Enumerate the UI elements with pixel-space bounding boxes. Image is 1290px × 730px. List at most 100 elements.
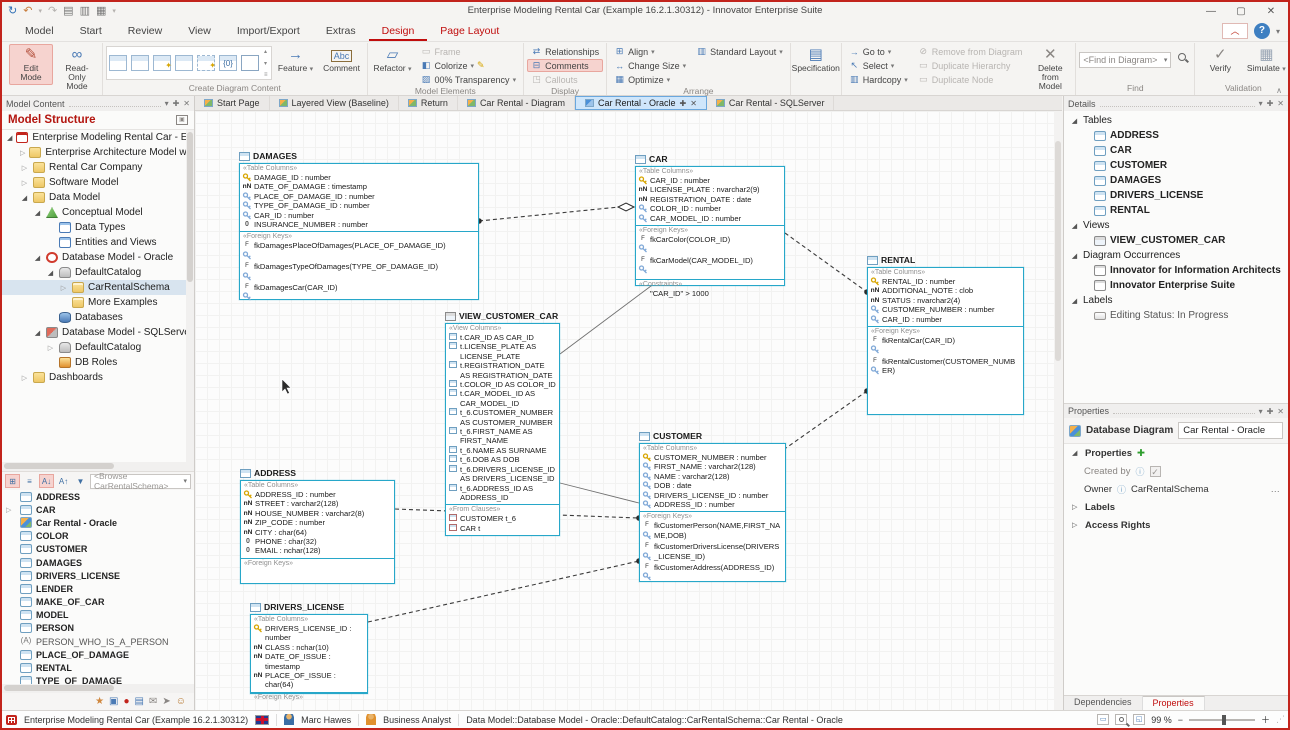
pin-tab-icon[interactable]: ✚ — [679, 98, 687, 108]
tree-item-dashboards[interactable]: ▷ Dashboards — [21, 372, 103, 383]
details-section-diagram-occurrences[interactable]: ◢Diagram Occurrences — [1071, 250, 1181, 261]
expander-icon[interactable]: ◢ — [1071, 117, 1078, 125]
expander-icon[interactable]: ◢ — [1071, 222, 1078, 230]
ribbon-button-remove-from-diagram[interactable]: ⊘ Remove from Diagram — [919, 46, 1023, 57]
tree-item-defaultcatalog[interactable]: ◢ DefaultCatalog — [47, 267, 142, 278]
entity-RENTAL[interactable]: RENTAL «Table Columns» RENTAL_ID : numbe… — [867, 255, 1024, 415]
ribbon-tab-import-export[interactable]: Import/Export — [236, 25, 300, 37]
table-icon[interactable] — [109, 55, 127, 71]
entity-row[interactable]: t.CAR_ID AS CAR_ID — [448, 333, 556, 342]
entity-DRIVERS_LICENSE[interactable]: DRIVERS_LICENSE «Table Columns» DRIVERS_… — [250, 602, 368, 701]
document-tab-car-rental-oracle[interactable]: Car Rental - Oracle ✚ ✕ — [574, 96, 707, 110]
ribbon-button-refactor[interactable]: ▱ Refactor ▾ — [373, 46, 412, 74]
document-tab-return[interactable]: Return — [399, 96, 458, 110]
close-panel-icon[interactable]: ✕ — [183, 99, 190, 108]
ribbon-tab-model[interactable]: Model — [25, 25, 54, 37]
details-item-drivers-license[interactable]: DRIVERS_LICENSE — [1064, 188, 1288, 203]
ribbon-collapse-icon[interactable]: ∧ — [1276, 86, 1282, 95]
ribbon-tab-design[interactable]: Design — [368, 22, 428, 41]
entity-row[interactable]: ADDRESS_ID : number — [243, 490, 391, 499]
zoom-select-icon[interactable] — [1115, 714, 1128, 725]
list-item-color[interactable]: COLOR — [2, 530, 194, 543]
entity-DAMAGES[interactable]: DAMAGES «Table Columns» DAMAGE_ID : numb… — [239, 151, 479, 301]
expander-icon[interactable]: ▷ — [6, 506, 12, 514]
copy-icon[interactable]: ▤ — [63, 5, 74, 17]
ribbon-button-go-to[interactable]: → Go to▾ — [849, 46, 892, 57]
tree-item-defaultcatalog[interactable]: ▷ DefaultCatalog — [47, 342, 142, 353]
list-item-person[interactable]: PERSON — [2, 622, 194, 635]
entity-ADDRESS[interactable]: ADDRESS «Table Columns» ADDRESS_ID : num… — [240, 468, 395, 584]
expander-icon[interactable]: ◢ — [47, 269, 54, 277]
fit-to-window-icon[interactable]: ◱ — [1133, 714, 1146, 725]
details-item-rental[interactable]: RENTAL — [1064, 203, 1288, 218]
entity-row[interactable]: t.LICENSE_PLATE AS LICENSE_PLATE — [448, 342, 556, 361]
close-tab-icon[interactable]: ✕ — [690, 98, 697, 108]
element-name-field[interactable]: Car Rental - Oracle — [1178, 422, 1283, 439]
expander-icon[interactable]: ◢ — [1071, 252, 1078, 260]
details-item-innovator-for-information-architects[interactable]: Innovator for Information Architects — [1064, 263, 1288, 278]
ribbon-button-duplicate-hierarchy[interactable]: ▭ Duplicate Hierarchy — [919, 60, 1011, 71]
expander-icon[interactable]: ◢ — [7, 134, 13, 142]
ribbon-tab-view[interactable]: View — [188, 25, 211, 37]
tree-item-database-model-sqlserver[interactable]: ◢ Database Model - SQLServer — [34, 327, 194, 338]
tree-item-db-roles[interactable]: DB Roles — [2, 355, 194, 370]
details-close-icon[interactable]: ✕ — [1277, 99, 1284, 108]
find-in-diagram-combo[interactable]: <Find in Diagram>▾ — [1079, 52, 1172, 68]
entity-row[interactable]: CAR_ID : number — [638, 176, 781, 185]
expander-icon[interactable]: ▷ — [21, 179, 28, 187]
ribbon-button-standard-layout[interactable]: ▥ Standard Layout▾ — [697, 46, 783, 57]
entity-row[interactable]: FIRST_NAME : varchar2(128) — [642, 462, 782, 471]
ribbon-button-specification[interactable]: ▤ Specification — [791, 46, 840, 73]
details-pin-icon[interactable]: ✚ — [1266, 99, 1274, 108]
entity-CUSTOMER[interactable]: CUSTOMER «Table Columns» CUSTOMER_NUMBER… — [639, 431, 786, 582]
redo-icon[interactable]: ↷ — [47, 5, 58, 17]
details-item-view-customer-car[interactable]: VIEW_CUSTOMER_CAR — [1064, 233, 1288, 248]
details-section-labels[interactable]: ◢Labels — [1071, 295, 1113, 306]
expander-open-icon[interactable]: ◢ — [1072, 450, 1078, 457]
ribbon-button-select[interactable]: ↖ Select▾ — [850, 60, 895, 71]
undo-icon[interactable]: ↶ — [23, 5, 33, 17]
connection-car-rental[interactable] — [784, 232, 868, 293]
list-item-place-of-damage[interactable]: PLACE_OF_DAMAGE — [2, 648, 194, 661]
ribbon-button-relationships[interactable]: ⇄ Relationships — [532, 46, 600, 57]
entity-VIEW_CUSTOMER_CAR[interactable]: VIEW_CUSTOMER_CAR «View Columns» t.CAR_I… — [445, 311, 560, 537]
diagrams-icon[interactable]: ▣ — [109, 696, 119, 707]
list-item-model[interactable]: MODEL — [2, 609, 194, 622]
document-tab-layered-view-baseline[interactable]: Layered View (Baseline) — [270, 96, 399, 110]
entity-row[interactable]: DRIVERS_LICENSE_ID : number — [253, 624, 364, 643]
entity-row[interactable]: DAMAGE_ID : number — [242, 173, 475, 182]
document-tab-car-rental-sqlserver[interactable]: Car Rental - SQLServer — [707, 96, 835, 110]
list-item-person-who-is-a-person[interactable]: (A) PERSON_WHO_IS_A_PERSON — [20, 636, 169, 647]
entity-row[interactable]: COLOR_ID : number — [638, 204, 781, 213]
close-button[interactable]: ✕ — [1266, 5, 1276, 17]
properties-close-icon[interactable]: ✕ — [1277, 406, 1284, 416]
details-item-customer[interactable]: CUSTOMER — [1064, 158, 1288, 173]
details-menu-icon[interactable]: ▾ — [1258, 99, 1263, 108]
entity-row[interactable]: t_6.CUSTOMER_NUMBER AS CUSTOMER_NUMBER — [448, 408, 556, 427]
entity-row[interactable]: t_6.DOB AS DOB — [448, 455, 556, 464]
refresh-icon[interactable]: ↻ — [8, 5, 18, 17]
document-tab-car-rental-diagram[interactable]: Car Rental - Diagram — [458, 96, 575, 110]
table-star-icon[interactable] — [153, 55, 172, 73]
ribbon-button-align[interactable]: ⊞ Align▾ — [615, 46, 655, 57]
canvas-vertical-scrollbar[interactable] — [1054, 111, 1062, 710]
expander-closed-icon[interactable]: ▷ — [1072, 504, 1078, 511]
ribbon-button-00-transparency[interactable]: ▨ 00% Transparency▾ — [421, 74, 517, 85]
entity-row[interactable]: t.REGISTRATION_DATE AS REGISTRATION_DATE — [448, 361, 556, 380]
model-structure-options-icon[interactable]: ▣ — [176, 115, 188, 125]
help-menu-icon[interactable]: ▾ — [1275, 26, 1280, 36]
tree-item-more-examples[interactable]: More Examples — [2, 295, 194, 310]
ribbon-tab-review[interactable]: Review — [127, 25, 163, 37]
print-icon[interactable]: ▦ — [95, 5, 107, 17]
entity-row[interactable]: NAME : varchar2(128) — [642, 472, 782, 481]
